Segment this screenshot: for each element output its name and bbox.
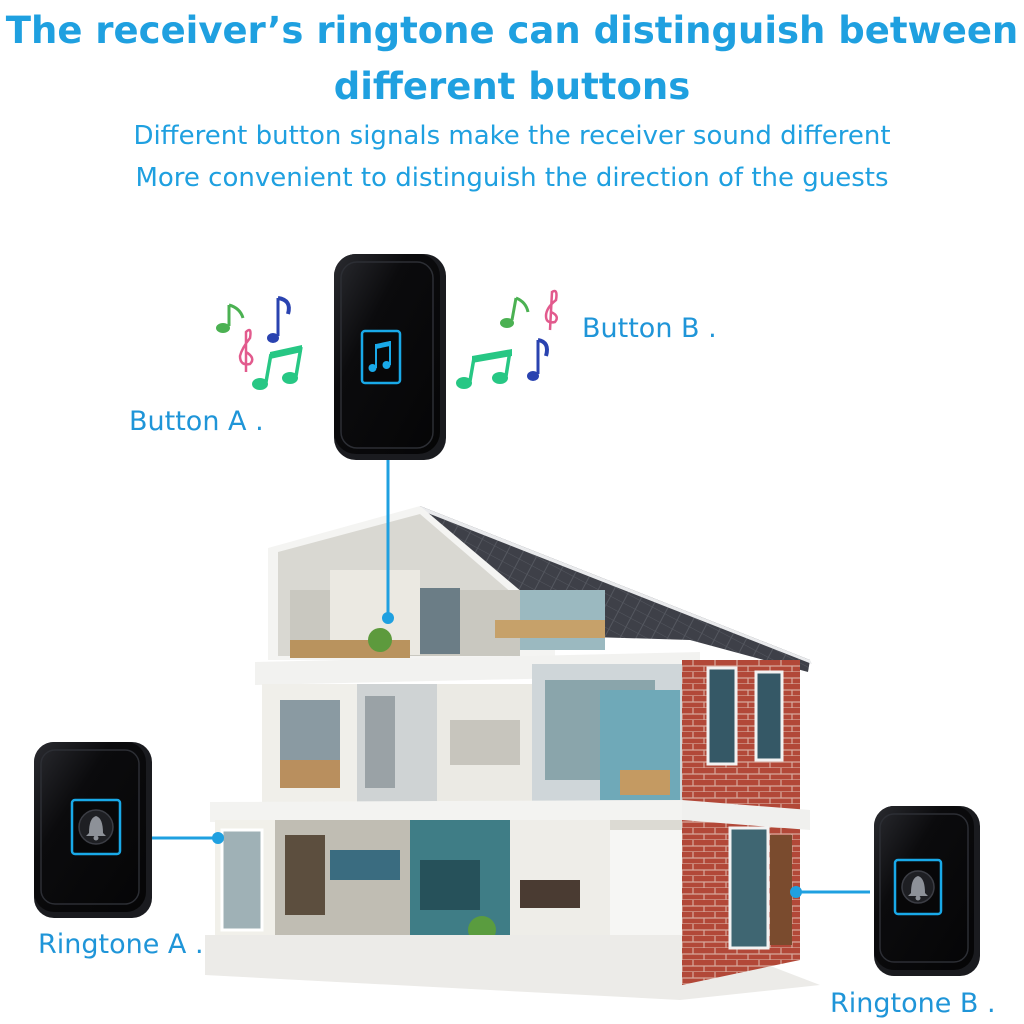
music-notes-right [456, 289, 559, 389]
music-note-icon [216, 303, 245, 333]
page-title-line2: different buttons [333, 65, 691, 108]
subtitle-line1: Different button signals make the receiv… [133, 121, 891, 151]
label-button-b: Button B . [582, 313, 717, 344]
music-note-icon [252, 345, 303, 390]
doorbell-button-a [34, 742, 152, 918]
music-note-icon [500, 296, 530, 328]
label-button-a: Button A . [129, 406, 264, 437]
music-note-icon [368, 341, 391, 372]
label-ringtone-a: Ringtone A . [38, 929, 204, 960]
page-title-line1: The receiver’s ringtone can distinguish … [5, 9, 1019, 52]
subtitle-line2: More convenient to distinguish the direc… [135, 163, 889, 193]
bell-icon [908, 876, 928, 901]
receiver-device [334, 254, 446, 460]
signal-lines [146, 460, 870, 898]
music-note-icon [456, 349, 512, 389]
music-note-icon [527, 338, 549, 381]
bell-icon [86, 816, 106, 841]
house-illustration [205, 506, 820, 1000]
doorbell-button-b [874, 806, 980, 976]
music-notes-left [216, 296, 303, 390]
treble-clef-icon [544, 289, 559, 331]
music-note-icon [267, 296, 291, 343]
label-ringtone-b: Ringtone B . [830, 988, 996, 1019]
treble-clef-icon [238, 328, 254, 372]
